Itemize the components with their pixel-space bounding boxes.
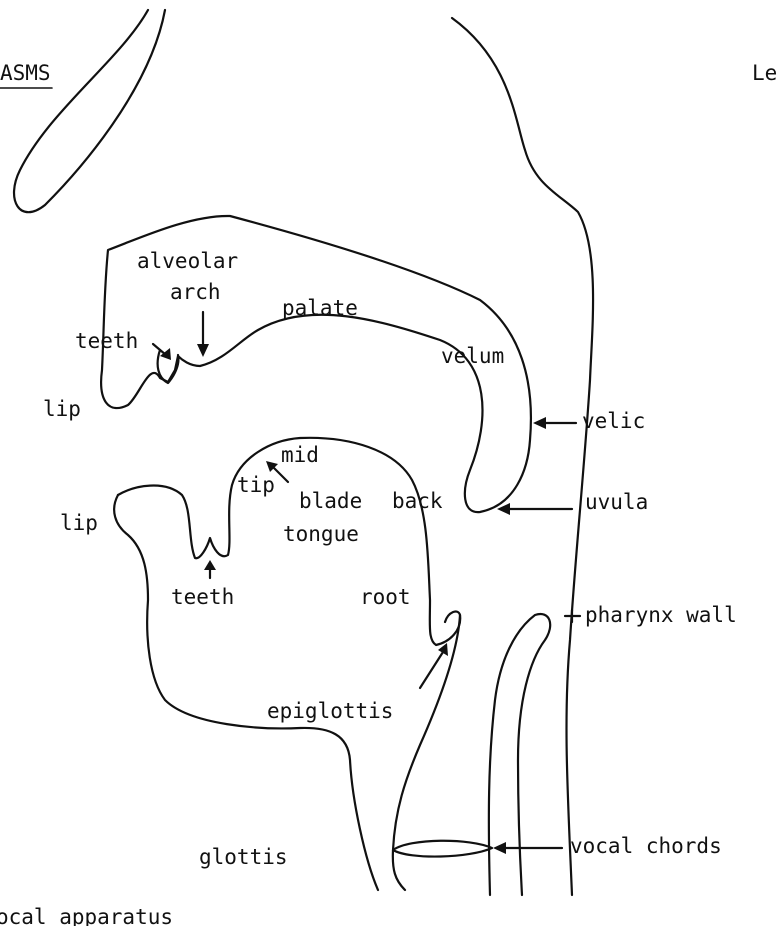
label-velum: velum: [441, 344, 504, 368]
label-pharynx-wall: pharynx wall: [585, 603, 737, 627]
header-left-fragment: ASMS: [0, 61, 51, 85]
label-tip: tip: [237, 473, 275, 497]
label-arch: arch: [170, 280, 221, 304]
label-epiglottis: epiglottis: [267, 699, 393, 723]
label-back: back: [392, 489, 443, 513]
alveolar-arrowhead: [197, 344, 209, 357]
velic-arrowhead: [533, 417, 546, 429]
vocal-chords-outline: [393, 841, 492, 857]
label-blade: blade: [299, 489, 362, 513]
label-palate: palate: [282, 296, 358, 320]
caption: ocal apparatus: [0, 905, 173, 926]
teeth-lower-arrowhead: [204, 560, 216, 570]
label-tongue: tongue: [283, 522, 359, 546]
epiglottis-arrow: [420, 652, 443, 688]
header-right-fragment: Le: [752, 61, 777, 85]
vocal-chords-arrowhead: [493, 842, 506, 854]
label-lip-upper: lip: [43, 397, 81, 421]
label-uvula: uvula: [585, 490, 648, 514]
label-vocal-chords: vocal chords: [570, 834, 722, 858]
label-alveolar: alveolar: [137, 249, 238, 273]
epiglottis-outline: [393, 615, 460, 890]
label-teeth-upper: teeth: [75, 329, 138, 353]
label-teeth-lower: teeth: [171, 585, 234, 609]
teeth-upper-arrowhead: [160, 348, 171, 360]
nasal-bone-outline: [14, 10, 165, 212]
label-velic: velic: [582, 409, 645, 433]
label-mid: mid: [281, 443, 319, 467]
pharynx-wall-outline: [452, 18, 593, 895]
label-root: root: [360, 585, 411, 609]
lower-lip-and-chin-outline: [114, 495, 378, 890]
label-lip-lower: lip: [60, 511, 98, 535]
label-glottis: glottis: [199, 845, 288, 869]
trachea-front-outline: [489, 614, 550, 895]
